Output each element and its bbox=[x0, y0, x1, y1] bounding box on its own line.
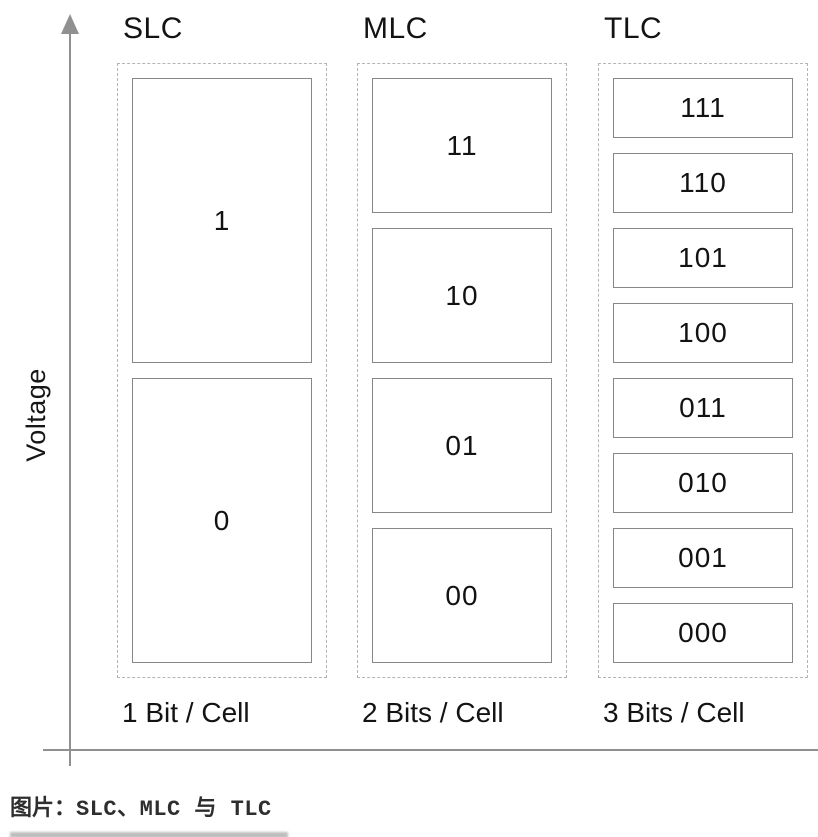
cell-label: 0 bbox=[213, 504, 231, 536]
cell-label: 010 bbox=[678, 467, 728, 498]
cell-label: 11 bbox=[446, 129, 478, 161]
tlc-cell-001: 001 bbox=[613, 528, 793, 588]
cropped-next-text-line bbox=[10, 832, 288, 837]
cell-label: 00 bbox=[445, 579, 479, 611]
column-title-mlc: MLC bbox=[363, 12, 428, 45]
y-axis-arrow-up-icon bbox=[61, 14, 79, 34]
tlc-cell-010: 010 bbox=[613, 453, 793, 513]
cell-label: 1 bbox=[213, 204, 231, 236]
tlc-cell-000: 000 bbox=[613, 603, 793, 663]
cell-group-mlc: 11 10 01 00 bbox=[357, 63, 567, 678]
bits-per-cell-label-mlc: 2 Bits / Cell bbox=[362, 697, 504, 728]
column-title-tlc: TLC bbox=[604, 12, 663, 45]
mlc-cell-10: 10 bbox=[372, 228, 552, 363]
y-axis-line bbox=[69, 30, 71, 766]
caption-prefix: 图片： bbox=[10, 795, 77, 820]
slc-cell-1: 1 bbox=[132, 78, 312, 363]
mlc-cell-01: 01 bbox=[372, 378, 552, 513]
tlc-cell-011: 011 bbox=[613, 378, 793, 438]
caption-text: SLC、MLC 与 TLC bbox=[76, 797, 272, 822]
cell-label: 111 bbox=[680, 92, 726, 123]
tlc-cell-110: 110 bbox=[613, 153, 793, 213]
slc-cell-0: 0 bbox=[132, 378, 312, 663]
cell-label: 011 bbox=[679, 392, 727, 423]
mlc-cell-00: 00 bbox=[372, 528, 552, 663]
tlc-cell-100: 100 bbox=[613, 303, 793, 363]
cell-label: 001 bbox=[678, 542, 728, 573]
cell-label: 10 bbox=[445, 279, 479, 311]
figure-caption: 图片：SLC、MLC 与 TLC bbox=[10, 795, 272, 823]
cell-label: 101 bbox=[678, 242, 728, 273]
cell-group-slc: 1 0 bbox=[117, 63, 327, 678]
tlc-cell-101: 101 bbox=[613, 228, 793, 288]
x-axis-line bbox=[43, 749, 818, 751]
bits-per-cell-label-slc: 1 Bit / Cell bbox=[122, 697, 250, 728]
cell-label: 000 bbox=[678, 617, 728, 648]
mlc-cell-11: 11 bbox=[372, 78, 552, 213]
cell-label: 100 bbox=[678, 317, 728, 348]
cell-label: 110 bbox=[679, 167, 727, 198]
tlc-cell-111: 111 bbox=[613, 78, 793, 138]
cell-label: 01 bbox=[445, 429, 479, 461]
cell-group-tlc: 111 110 101 100 011 010 001 000 bbox=[598, 63, 808, 678]
bits-per-cell-label-tlc: 3 Bits / Cell bbox=[603, 697, 745, 728]
column-title-slc: SLC bbox=[123, 12, 183, 45]
y-axis-label: Voltage bbox=[21, 368, 51, 462]
